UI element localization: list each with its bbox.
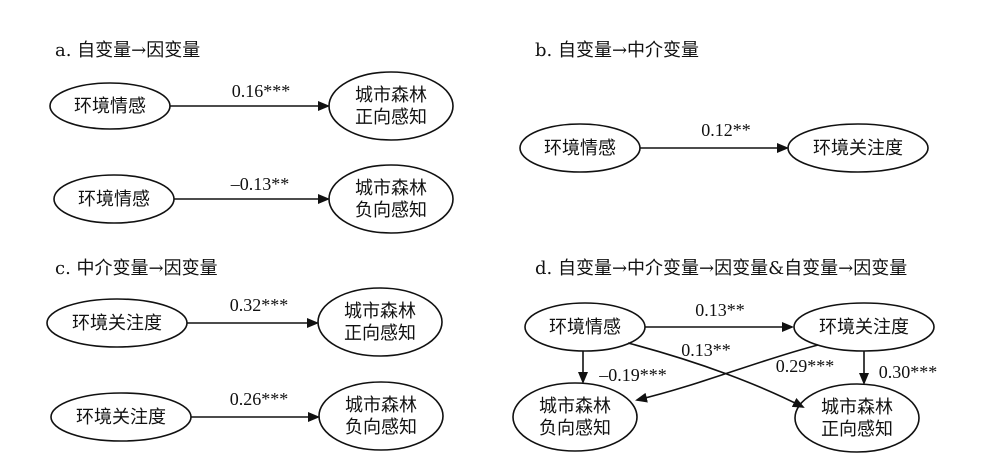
node-label-line: 正向感知: [355, 107, 427, 128]
node-c-positive: [317, 287, 443, 357]
node-label-line: 城市森林: [345, 395, 417, 416]
node-a-positive-label: 城市森林正向感知: [355, 85, 427, 128]
panel-a-title: a. 自变量→因变量: [55, 40, 200, 61]
panel-d-title: d. 自变量→中介变量→因变量&自变量→因变量: [535, 258, 907, 279]
coef-d-emotion-positive: 0.13**: [681, 340, 731, 360]
coef-d-attention-negative: 0.29***: [776, 356, 835, 376]
node-label-line: 城市森林: [344, 301, 416, 322]
panel-d: d. 自变量→中介变量→因变量&自变量→因变量 环境情感 环境关注度 城市森林负…: [512, 258, 938, 453]
panel-c: c. 中介变量→因变量 环境关注度 城市森林正向感知 0.32*** 环境关注度…: [46, 258, 444, 451]
node-a-positive: [328, 71, 454, 141]
node-c-positive-label: 城市森林正向感知: [344, 301, 416, 344]
node-a-negative-label: 城市森林负向感知: [355, 178, 427, 221]
node-label-line: 负向感知: [539, 418, 611, 439]
node-label-line: 正向感知: [344, 323, 416, 344]
node-c-attention-1-label: 环境关注度: [72, 313, 162, 334]
node-d-attention-label: 环境关注度: [819, 317, 909, 338]
node-label-line: 负向感知: [345, 417, 417, 438]
coef-d-emotion-negative: –0.19***: [598, 365, 667, 385]
node-b-attention-label: 环境关注度: [813, 138, 903, 159]
panel-b: b. 自变量→中介变量 环境情感 环境关注度 0.12**: [519, 40, 929, 173]
node-label-line: 正向感知: [821, 419, 893, 440]
node-d-negative: [512, 382, 638, 452]
node-a-emotion-2-label: 环境情感: [78, 189, 150, 210]
node-c-negative: [318, 381, 444, 451]
node-c-attention-2-label: 环境关注度: [76, 407, 166, 428]
node-label-line: 城市森林: [821, 397, 893, 418]
coef-a-emotion-positive: 0.16***: [232, 81, 291, 101]
node-a-emotion-1-label: 环境情感: [74, 96, 146, 117]
edge-d-attention-negative: [635, 344, 819, 403]
node-d-positive: [794, 383, 920, 453]
node-label-line: 城市森林: [355, 85, 427, 106]
coef-c-attention-negative: 0.26***: [230, 389, 289, 409]
node-label-line: 城市森林: [539, 396, 611, 417]
node-d-positive-label: 城市森林正向感知: [821, 397, 893, 440]
node-label-line: 负向感知: [355, 200, 427, 221]
panel-b-title: b. 自变量→中介变量: [535, 40, 699, 61]
panel-a: a. 自变量→因变量 环境情感 城市森林正向感知 0.16*** 环境情感 城市…: [49, 40, 454, 234]
node-c-negative-label: 城市森林负向感知: [345, 395, 417, 438]
coef-b-emotion-attention: 0.12**: [701, 120, 751, 140]
node-d-emotion-label: 环境情感: [549, 317, 621, 338]
node-label-line: 城市森林: [355, 178, 427, 199]
node-d-negative-label: 城市森林负向感知: [539, 396, 611, 439]
coef-d-emotion-attention: 0.13**: [695, 300, 745, 320]
coef-a-emotion-negative: –0.13**: [230, 174, 290, 194]
node-a-negative: [328, 164, 454, 234]
node-b-emotion-label: 环境情感: [544, 138, 616, 159]
panel-c-title: c. 中介变量→因变量: [55, 258, 218, 279]
coef-c-attention-positive: 0.32***: [230, 295, 289, 315]
coef-d-attention-positive: 0.30***: [879, 362, 938, 382]
